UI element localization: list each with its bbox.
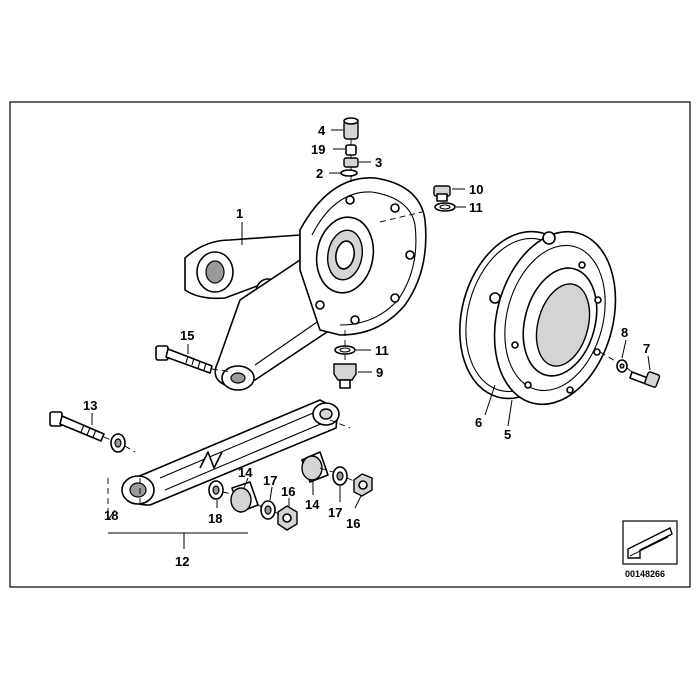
label-part-13: 13 [83,398,97,413]
assembly-lines [103,139,633,520]
part-labels: 4 19 3 2 1 10 11 15 11 9 8 7 6 5 13 14 1… [83,123,650,569]
vent-cap [343,117,359,140]
washer-18-left [110,433,126,453]
hexagon-bolt-upper [155,345,213,374]
label-part-7: 7 [643,341,650,356]
label-part-17-left: 17 [263,473,277,488]
vent-washer [340,169,358,177]
sealing-ring-lower [334,345,356,355]
label-part-5: 5 [504,427,511,442]
drain-plug [333,363,357,389]
label-part-18-right: 18 [208,511,222,526]
label-part-12: 12 [175,554,189,569]
label-part-11-upper: 11 [469,200,483,215]
cover-washer [616,359,628,373]
label-part-19: 19 [311,142,325,157]
washer-18-right [208,480,224,500]
label-part-2: 2 [316,166,323,181]
rubber-bushing-left [230,481,259,513]
filler-plug [433,185,451,202]
label-part-11-lower: 11 [375,343,389,358]
orientation-arrow-icon [622,520,678,565]
label-part-10: 10 [469,182,483,197]
vent-sleeve [345,144,357,156]
label-part-1: 1 [236,206,243,221]
label-part-18-left: 18 [104,508,118,523]
cover-screw [629,371,661,388]
reaction-link [121,399,340,506]
label-part-8: 8 [621,325,628,340]
label-part-17-right: 17 [328,505,342,520]
label-part-14-right: 14 [305,497,320,512]
washer-17-right [332,466,348,486]
hexagon-bolt-lower [49,411,105,442]
label-part-16-right: 16 [346,516,360,531]
vent-valve [343,157,359,168]
housing-cover [489,230,617,406]
rubber-bushing-right [301,451,329,483]
label-part-15: 15 [180,328,194,343]
diagram-frame [9,101,691,588]
document-number: 00148266 [625,569,665,579]
label-part-6: 6 [475,415,482,430]
label-part-3: 3 [375,155,382,170]
label-part-16-left: 16 [281,484,295,499]
sealing-ring-upper [434,202,456,212]
washer-17-left [260,500,276,520]
nut-16-right [353,473,373,497]
label-part-14-left: 14 [238,465,253,480]
leader-lines [91,129,651,549]
label-part-9: 9 [376,365,383,380]
label-part-4: 4 [318,123,326,138]
nut-16-left [277,505,298,531]
final-drive-housing [184,177,427,391]
